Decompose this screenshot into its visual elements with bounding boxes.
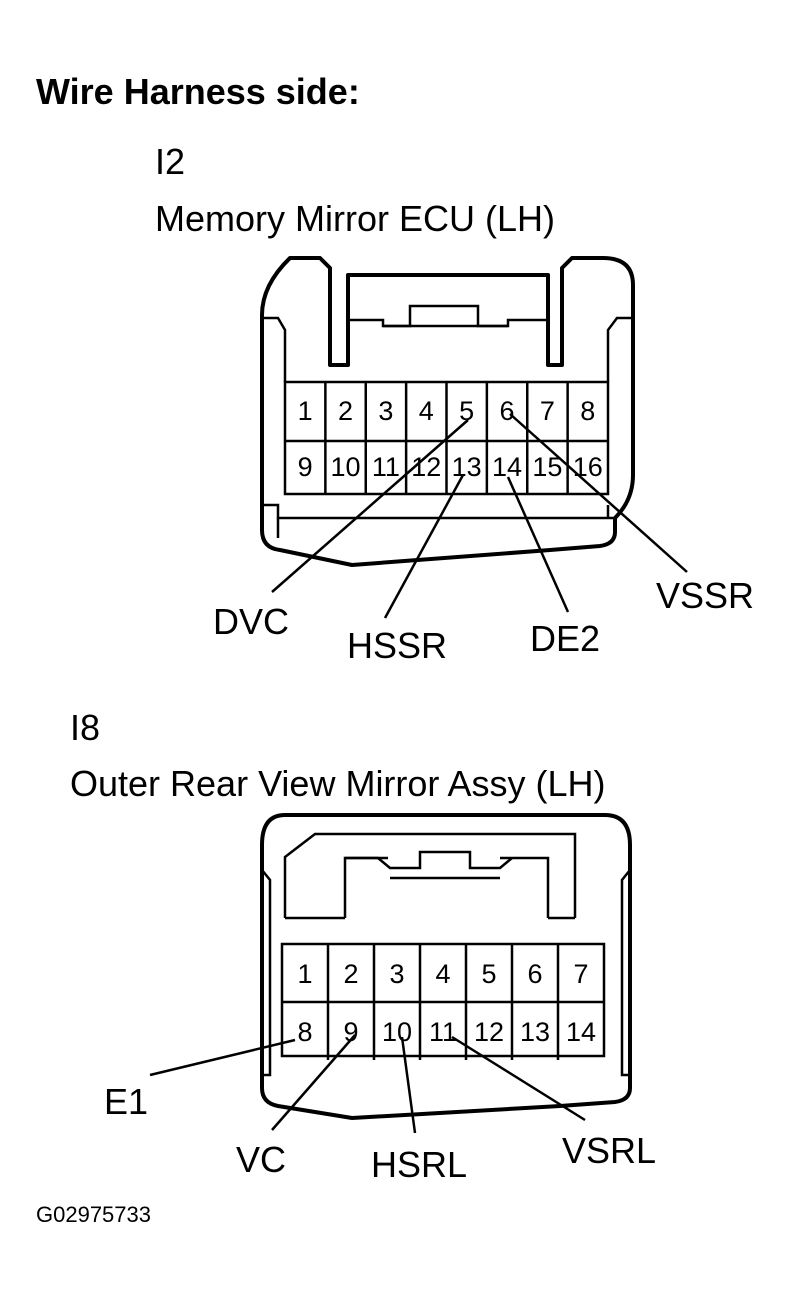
connector-i8-pin-grid [280,942,606,1058]
connector-i2-pin-8: 8 [580,396,595,426]
connector-i2-pin-9: 9 [298,452,313,482]
connector-i8-shroud [283,832,577,918]
connector-i8-name: Outer Rear View Mirror Assy (LH) [70,763,605,804]
page-header: Wire Harness side: [36,71,360,112]
leader-dvc [271,419,469,593]
connector-i8-lock-tab [345,850,513,870]
label-vc: VC [236,1139,286,1180]
figure-code: G02975733 [36,1202,151,1227]
connector-i2-pin-7: 7 [540,396,555,426]
connector-i2-pin-14: 14 [492,452,522,482]
connector-i8-pin-11: 11 [429,1017,457,1047]
connector-i2-pin-13: 13 [452,452,482,482]
connector-i2-pin-6: 6 [500,396,515,426]
connector-i2-leaders [271,413,688,619]
connector-i8-pin-13: 13 [520,1017,550,1047]
connector-i2-bottom-rail [262,503,615,520]
connector-i8-pin-10: 10 [382,1017,412,1047]
leader-hsrl [400,1036,417,1134]
connector-i8-pin-3: 3 [389,959,404,989]
connector-i2-shell [260,256,635,567]
connector-i2-pin-5: 5 [459,396,474,426]
connector-i8-pin-5: 5 [481,959,496,989]
leader-vc [271,1034,356,1131]
connector-i2-code: I2 [155,141,185,182]
connector-i8-pin-12: 12 [474,1017,504,1047]
connector-i2-pin-2: 2 [338,396,353,426]
leader-vsrl [451,1035,586,1122]
connector-i8-pin-9: 9 [343,1017,358,1047]
connector-i2-pin-1: 1 [298,396,313,426]
connector-i8-pin-8: 8 [297,1017,312,1047]
label-vsrl: VSRL [562,1130,656,1171]
label-vssr: VSSR [656,575,754,616]
label-dvc: DVC [213,601,289,642]
label-e1: E1 [104,1081,148,1122]
connector-i2-pin-4: 4 [419,396,434,426]
connector-i8-pin-14: 14 [566,1017,596,1047]
connector-i8-right-latch [620,869,631,1077]
connector-i8-pin-4: 4 [435,959,450,989]
connector-i8-pin-2: 2 [343,959,358,989]
connector-i8-pin-7: 7 [573,959,588,989]
label-hsrl: HSRL [371,1144,467,1185]
connector-i2-pin-16: 16 [573,452,603,482]
connector-i8-leaders [149,1034,586,1134]
connector-i8-pin-6: 6 [527,959,542,989]
leader-hssr [383,474,465,619]
connector-i8-shell [260,813,632,1120]
leader-de2 [506,476,570,613]
leader-e1 [149,1038,296,1077]
connector-i2-pin-11: 11 [372,452,400,482]
connector-i8-code: I8 [70,707,100,748]
label-de2: DE2 [530,618,600,659]
leader-vssr [509,413,688,573]
connector-i2-left-latch [262,316,287,382]
connector-i2-lock-tab [348,304,548,328]
label-hssr: HSSR [347,625,447,666]
connector-i2-pin-10: 10 [331,452,361,482]
connector-i2-right-latch [606,316,633,382]
connector-i2-pin-3: 3 [378,396,393,426]
connector-i8-left-latch [261,869,272,1077]
connector-i2-name: Memory Mirror ECU (LH) [155,198,555,239]
connector-i8-pin-1: 1 [297,959,312,989]
